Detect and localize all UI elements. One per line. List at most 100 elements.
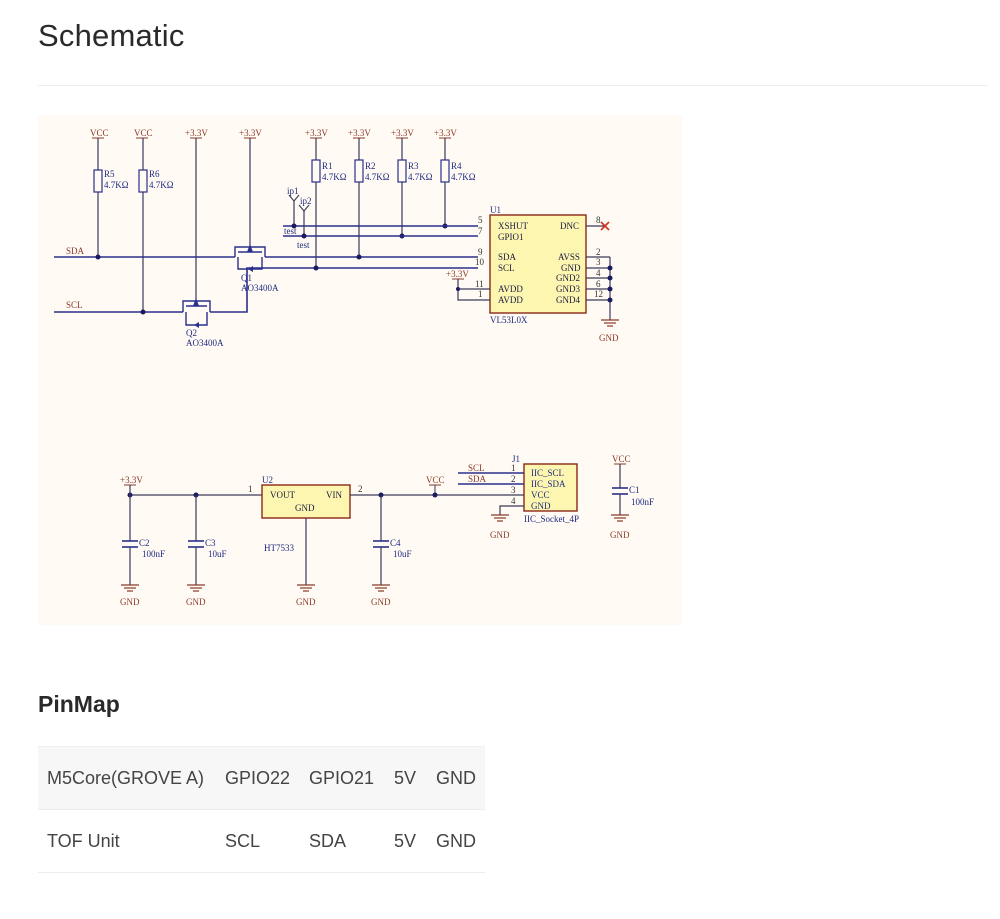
svg-text:R4: R4 (451, 161, 462, 171)
net-label-sda: SDA (66, 246, 85, 256)
resistor-r6: R6 4.7KΩ (138, 169, 174, 193)
svg-text:3: 3 (511, 485, 516, 495)
svg-text:test: test (297, 240, 310, 250)
svg-text:GND2: GND2 (556, 273, 580, 283)
test-point-ip2: ip2 test (297, 196, 312, 250)
svg-text:GND: GND (120, 597, 140, 607)
power-symbol-vcc: VCC (90, 128, 109, 139)
svg-text:GND: GND (531, 501, 551, 511)
svg-text:VCC: VCC (612, 454, 631, 464)
svg-text:VCC: VCC (90, 128, 109, 138)
svg-text:GND: GND (610, 530, 630, 540)
table-cell: 5V (385, 746, 427, 810)
connector-j1: J1 IIC_SCL IIC_SDA VCC GND IIC_Socket_4P… (511, 454, 579, 524)
svg-text:ip1: ip1 (287, 186, 299, 196)
svg-text:XSHUT: XSHUT (498, 221, 529, 231)
svg-text:GND: GND (186, 597, 206, 607)
resistor-r3: R3 4.7KΩ (397, 159, 433, 183)
power-symbol-vcc: VCC (426, 475, 445, 498)
svg-text:DNC: DNC (560, 221, 579, 231)
chip-u1-vl53l0x: U1 VL53L0X 5 XSHUT 7 GPIO1 9 SDA 10 SCL … (475, 205, 603, 325)
svg-text:9: 9 (478, 247, 483, 257)
table-cell: GPIO22 (216, 746, 300, 810)
table-cell: GND (427, 746, 485, 810)
svg-text:VOUT: VOUT (270, 490, 295, 500)
svg-text:GND: GND (296, 597, 316, 607)
svg-text:IIC_SCL: IIC_SCL (531, 468, 564, 478)
svg-text:6: 6 (596, 279, 601, 289)
svg-text:C3: C3 (205, 538, 216, 548)
svg-text:IIC_Socket_4P: IIC_Socket_4P (524, 514, 579, 524)
schematic-diagram: VCC R5 4.7KΩ VCC R6 4.7KΩ +3.3V +3.3V (38, 115, 682, 625)
svg-text:8: 8 (596, 215, 601, 225)
power-symbol-3v3: +3.3V (185, 128, 208, 139)
power-symbol-3v3: +3.3V (239, 128, 262, 139)
svg-text:5: 5 (478, 215, 483, 225)
svg-text:Q2: Q2 (186, 328, 197, 338)
table-row: TOF Unit SCL SDA 5V GND (38, 809, 485, 873)
svg-text:+3.3V: +3.3V (446, 269, 469, 279)
svg-text:1: 1 (248, 484, 253, 494)
svg-text:11: 11 (475, 279, 484, 289)
svg-text:ip2: ip2 (300, 196, 312, 206)
power-symbol-3v3: +3.3V (446, 269, 469, 280)
svg-text:SCL: SCL (498, 263, 515, 273)
svg-text:AVDD: AVDD (498, 284, 523, 294)
svg-text:VL53L0X: VL53L0X (490, 315, 528, 325)
svg-text:SDA: SDA (498, 252, 517, 262)
ground-bus (586, 256, 613, 320)
svg-text:test: test (284, 226, 297, 236)
svg-text:GND4: GND4 (556, 295, 580, 305)
power-symbol-3v3: +3.3V (391, 128, 414, 139)
title-divider (38, 85, 988, 86)
svg-text:+3.3V: +3.3V (434, 128, 457, 138)
svg-text:2: 2 (511, 474, 516, 484)
svg-text:4: 4 (596, 268, 601, 278)
svg-text:SDA: SDA (468, 474, 487, 484)
svg-text:12: 12 (594, 289, 603, 299)
capacitor-c4: C4 10uF GND (371, 495, 412, 607)
power-symbol-3v3: +3.3V (434, 128, 457, 139)
resistor-r5: R5 4.7KΩ (93, 169, 129, 193)
svg-text:VIN: VIN (326, 490, 342, 500)
svg-text:+3.3V: +3.3V (391, 128, 414, 138)
power-symbol-3v3: +3.3V (305, 128, 328, 139)
svg-text:2: 2 (358, 484, 363, 494)
svg-text:1: 1 (478, 289, 483, 299)
table-cell: M5Core(GROVE A) (38, 746, 216, 810)
svg-text:R1: R1 (322, 161, 333, 171)
svg-text:GND: GND (371, 597, 391, 607)
svg-text:GPIO1: GPIO1 (498, 232, 524, 242)
power-symbol-vcc: VCC (134, 128, 153, 139)
svg-text:100nF: 100nF (631, 497, 654, 507)
svg-text:VCC: VCC (134, 128, 153, 138)
svg-text:HT7533: HT7533 (264, 543, 294, 553)
resistor-r2: R2 4.7KΩ (354, 159, 390, 183)
table-row: M5Core(GROVE A) GPIO22 GPIO21 5V GND (38, 746, 485, 810)
svg-text:VCC: VCC (426, 475, 445, 485)
svg-text:SCL: SCL (66, 300, 83, 310)
svg-text:4.7KΩ: 4.7KΩ (408, 172, 433, 182)
svg-text:4.7KΩ: 4.7KΩ (451, 172, 476, 182)
svg-text:+3.3V: +3.3V (120, 475, 143, 485)
svg-text:+3.3V: +3.3V (305, 128, 328, 138)
svg-text:R3: R3 (408, 161, 419, 171)
power-symbol-3v3: +3.3V (348, 128, 371, 139)
svg-text:VCC: VCC (531, 490, 550, 500)
svg-text:GND: GND (295, 503, 315, 513)
svg-text:100nF: 100nF (142, 549, 165, 559)
page-title: Schematic (38, 18, 185, 53)
no-connect-icon (600, 221, 610, 231)
svg-text:+3.3V: +3.3V (239, 128, 262, 138)
table-cell: TOF Unit (38, 809, 216, 873)
svg-text:U1: U1 (490, 205, 501, 215)
capacitor-c2: C2 100nF GND (120, 485, 165, 607)
svg-text:GND3: GND3 (556, 284, 580, 294)
svg-text:AO3400A: AO3400A (186, 338, 224, 348)
svg-text:U2: U2 (262, 475, 273, 485)
table-cell: GPIO21 (300, 746, 385, 810)
table-cell: SDA (300, 809, 385, 873)
svg-text:+3.3V: +3.3V (185, 128, 208, 138)
svg-text:C2: C2 (139, 538, 150, 548)
svg-text:4.7KΩ: 4.7KΩ (322, 172, 347, 182)
